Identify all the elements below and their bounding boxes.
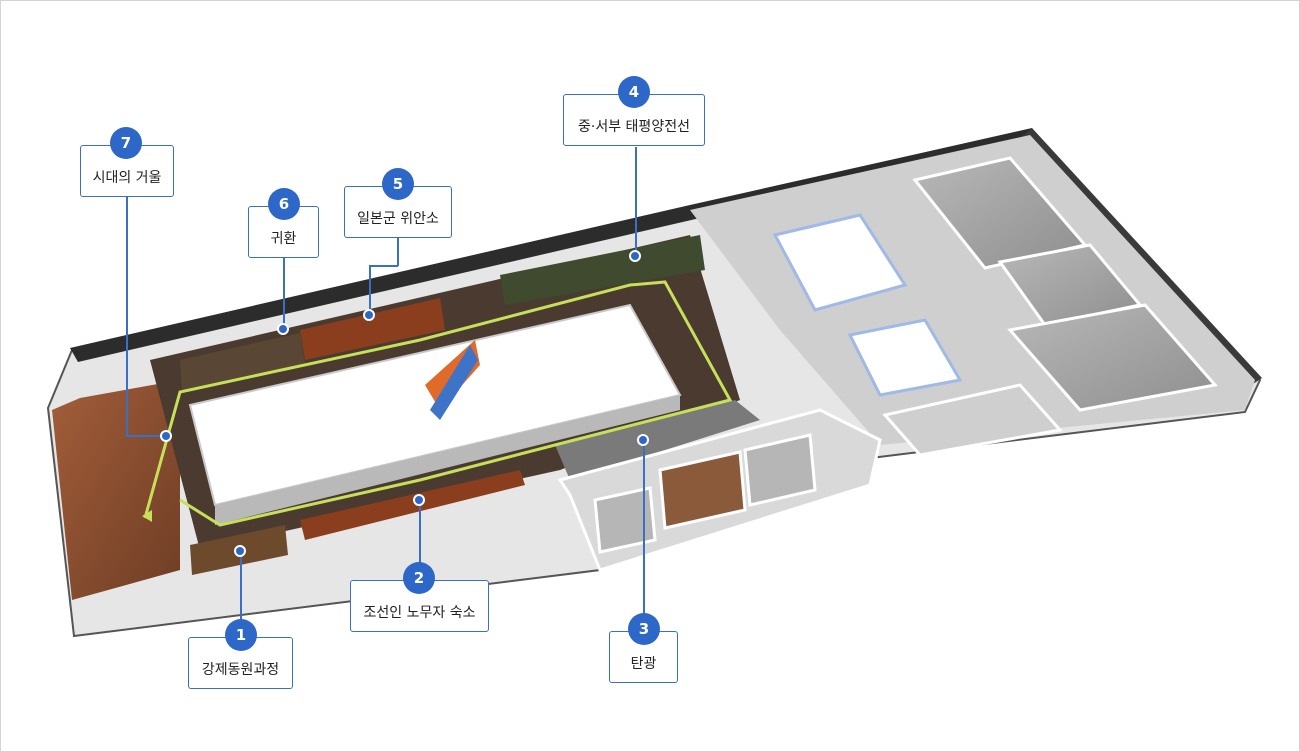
leader-7a [126, 197, 128, 437]
exhibit-panel-5 [300, 298, 445, 360]
zone-label-text: 탄광 [630, 656, 657, 672]
zone-badge: 1 [225, 619, 257, 651]
room-stair [882, 383, 1063, 457]
anchor-dot-3 [637, 434, 649, 446]
exhibit-panel-2 [300, 470, 525, 540]
route-arrow [142, 510, 152, 522]
anchor-dot-4 [629, 250, 641, 262]
room-white-2 [847, 318, 963, 397]
zone-label-text: 일본군 위안소 [357, 211, 439, 227]
leader-5b [370, 265, 398, 267]
lower-room-2 [658, 450, 747, 530]
leader-6 [283, 258, 285, 328]
leader-7b [126, 435, 166, 437]
zone-badge: 5 [382, 168, 414, 200]
leader-3 [643, 440, 645, 615]
zone-badge: 2 [403, 562, 435, 594]
zone-badge: 3 [628, 613, 660, 645]
zone-label-text: 중·서부 태평양전선 [578, 119, 690, 135]
zone-label-text: 조선인 노무자 숙소 [363, 605, 476, 621]
anchor-dot-1 [234, 545, 246, 557]
lobby-floor [52, 380, 180, 600]
leader-2 [419, 500, 421, 563]
room-white-1 [772, 213, 908, 312]
lower-room-3 [743, 433, 817, 507]
zone-label-text: 귀환 [270, 231, 297, 247]
exhibit-panel-6 [180, 333, 305, 392]
exhibit-panel-4 [500, 235, 705, 305]
visitor-route [143, 280, 733, 527]
lower-room-1 [593, 486, 657, 554]
zone-label-text: 시대의 거울 [92, 170, 162, 186]
main-hall-wall-front [215, 395, 680, 525]
leader-5c [369, 265, 371, 315]
zone-badge: 4 [618, 76, 650, 108]
gray-floor-mine [555, 400, 760, 480]
anchor-dot-7 [160, 430, 172, 442]
anchor-dot-2 [413, 494, 425, 506]
zone-label-text: 강제동원과정 [201, 662, 280, 678]
anchor-dot-6 [277, 323, 289, 335]
leader-4 [635, 147, 637, 257]
leader-5a [397, 238, 399, 266]
anchor-dot-5 [363, 309, 375, 321]
zone-badge: 6 [268, 188, 300, 220]
zone-badge: 7 [110, 127, 142, 159]
central-ramp-side [430, 345, 478, 420]
room-c [1007, 303, 1218, 412]
leader-1 [240, 553, 242, 623]
